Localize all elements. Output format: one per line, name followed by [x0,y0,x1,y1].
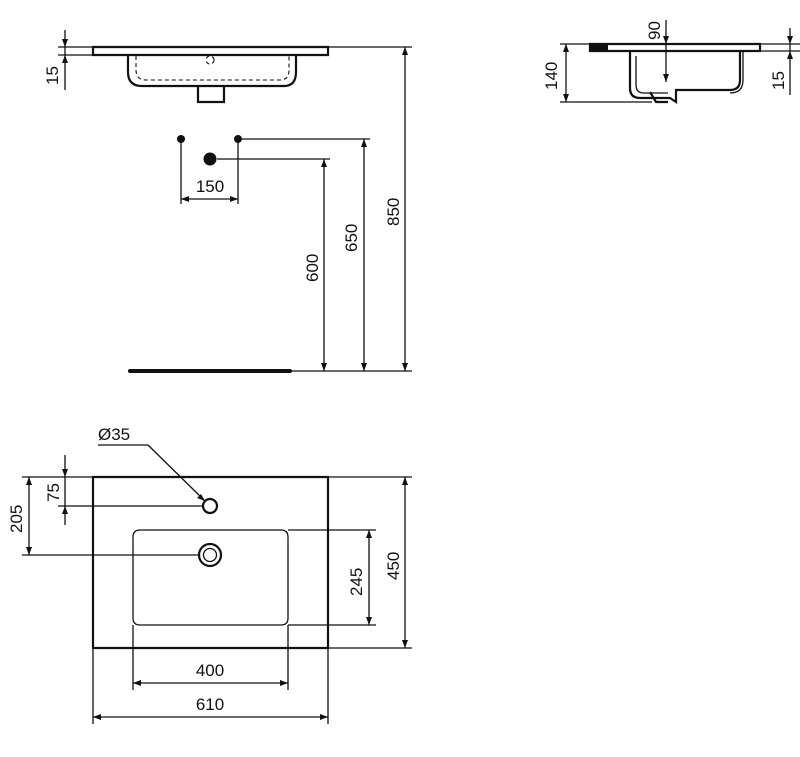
dim-tap-hole-diameter: Ø35 [98,425,130,444]
section-back-edge [590,44,608,51]
arrow-head [26,477,32,485]
overflow-hole [205,55,215,65]
basin-top-slab [91,45,330,57]
section-bowl-outer [729,51,744,94]
dim-waste-height: 600 [303,254,322,282]
arrow-head [663,74,669,82]
arrow-head [280,680,288,686]
arrow-head [402,640,408,648]
basin-bowl-inner-dashed [135,56,290,81]
arrow-head [197,494,205,501]
arrow-head [563,94,569,102]
arrow-head [320,714,328,720]
arrow-head [181,196,189,202]
arrow-head [62,506,68,514]
arrow-head [321,159,327,167]
dim-top-thickness: 15 [43,66,62,85]
dim-tap-spacing: 150 [196,177,224,196]
side-section: 90 140 15 [542,20,800,105]
waste-outlet [196,86,226,104]
dim-section-depth: 140 [542,62,561,90]
waste-outer [197,542,223,568]
tap-hole-marker-left [177,135,185,143]
arrow-head [230,196,238,202]
plan-outline [91,475,330,650]
arrow-head [62,39,68,47]
arrow-head [402,477,408,485]
waste-inner [202,547,218,563]
tap-hole-marker-right [234,135,242,143]
arrow-head [563,44,569,52]
dim-overall-height: 850 [384,198,403,226]
basin-bowl-outline [126,55,298,88]
arrow-head [787,36,793,44]
tap-hole [201,497,219,515]
arrow-head [366,617,372,625]
arrow-head [366,530,372,538]
dim-section-rim: 15 [769,71,788,90]
dim-bowl-width: 400 [196,661,224,680]
dim-overall-width: 610 [196,695,224,714]
arrow-head [133,680,141,686]
dim-tap-offset: 75 [44,483,63,502]
arrow-head [663,36,669,44]
plan-bowl-outline [132,529,289,626]
dim-bowl-length: 245 [347,568,366,596]
arrow-head [361,363,367,371]
plan-view: Ø35 75 205 245 450 400 [7,425,412,724]
section-bowl-inner [635,56,668,94]
arrow-head [62,55,68,63]
dim-tap-height: 650 [342,224,361,252]
arrow-head [402,47,408,55]
arrow-head [787,51,793,59]
arrow-head [62,469,68,477]
leader-line [147,444,206,502]
section-bowl-profile [628,51,742,105]
arrow-head [361,139,367,147]
arrow-head [402,363,408,371]
dim-bowl-depth: 90 [645,21,664,40]
dim-waste-offset: 205 [7,505,26,533]
arrow-head [321,363,327,371]
dim-overall-depth: 450 [384,552,403,580]
arrow-head [93,714,101,720]
section-outlet [649,91,668,104]
waste-marker [203,152,217,166]
section-top-slab [588,42,762,53]
front-elevation: 15 150 600 650 850 [43,30,412,373]
arrow-head [26,547,32,555]
